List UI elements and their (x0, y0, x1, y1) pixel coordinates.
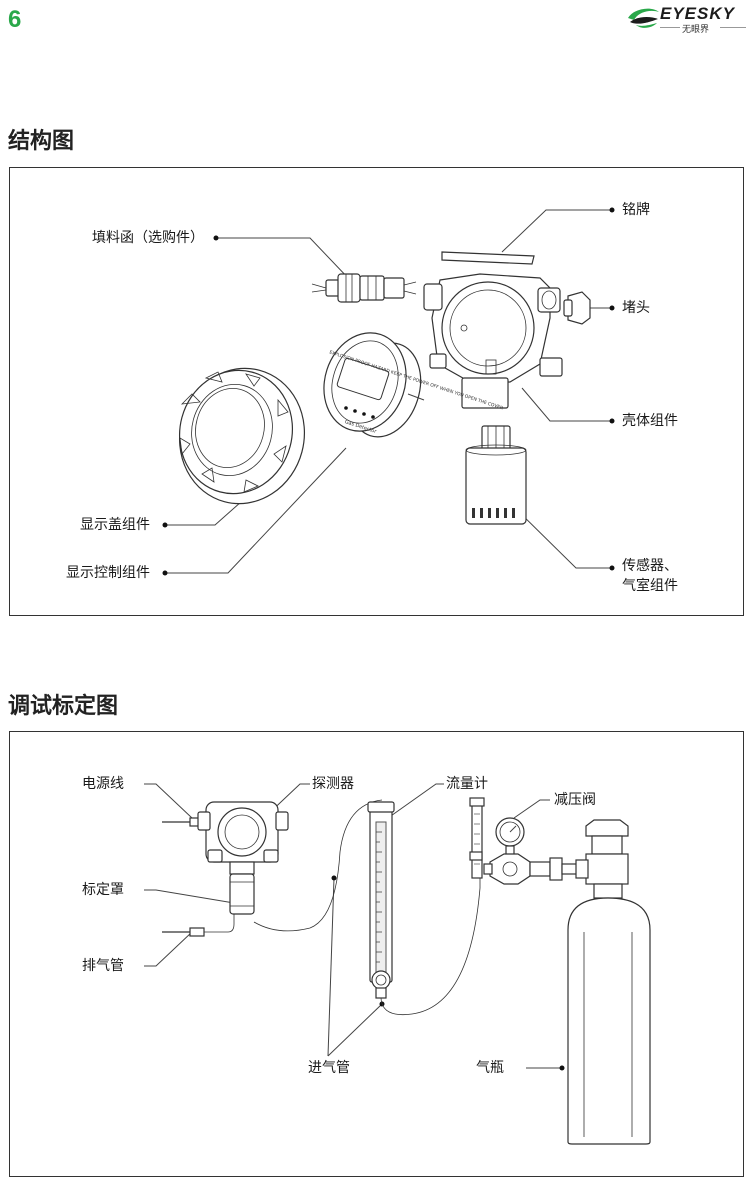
brand-logo: EYESKY 无眼界 (626, 4, 748, 35)
label-display-control: 显示控制组件 (66, 565, 150, 581)
logo-brand-text: EYESKY (660, 4, 735, 23)
packing-gland-part (311, 273, 417, 303)
logo-rule-right (720, 27, 746, 28)
nameplate-part (441, 251, 535, 265)
exhaust-pipe (162, 912, 235, 937)
structure-diagram: EXPLOSION PROOF HAZARD KEEP THE POWER OF… (162, 207, 615, 576)
label-flowmeter: 流量计 (446, 776, 488, 792)
structure-leader-lines (165, 209, 612, 574)
label-housing: 壳体组件 (622, 413, 678, 429)
tube-to-flowmeter (253, 799, 383, 932)
calibration-title: 调试标定图 (8, 694, 119, 719)
label-gas-cylinder: 气瓶 (476, 1060, 504, 1076)
calibration-diagram (144, 783, 651, 1145)
structure-diagram-frame: EXPLOSION PROOF HAZARD KEEP THE POWER OF… (9, 167, 744, 616)
label-display-cover: 显示盖组件 (80, 517, 150, 533)
label-calibration-cover: 标定罩 (82, 882, 124, 898)
flowmeter-part (367, 801, 395, 999)
regulator-flow-gauge (469, 797, 485, 879)
label-nameplate: 铭牌 (622, 202, 650, 218)
page-number: 6 (8, 6, 22, 33)
calibration-cover-part (229, 873, 255, 915)
calibration-leader-dots (237, 875, 565, 1071)
pressure-reducer-part (483, 817, 587, 885)
display-control-part (323, 332, 425, 438)
logo-rule-left (660, 27, 680, 28)
gas-cylinder-part (567, 897, 651, 1145)
label-pressure-reducer: 减压阀 (554, 792, 596, 808)
logo-eye-icon (628, 8, 659, 28)
sensor-chamber-part (465, 425, 527, 525)
plug-part (563, 291, 591, 325)
calibration-diagram-frame: 电源线 探测器 流量计 减压阀 标定罩 排气管 进气管 气瓶 (9, 731, 744, 1177)
label-detector: 探测器 (312, 776, 354, 792)
label-power-line: 电源线 (82, 776, 124, 792)
label-sensor-line1: 传感器、 (622, 558, 678, 574)
structure-title: 结构图 (8, 129, 75, 154)
logo-subtitle: 无眼界 (682, 25, 710, 35)
display-cover-part (178, 367, 306, 505)
label-packing-gland: 填料函（选购件） (92, 230, 204, 246)
structure-leader-dots (162, 207, 615, 576)
tube-to-regulator (380, 872, 481, 1016)
label-plug: 堵头 (622, 300, 650, 316)
label-exhaust-pipe: 排气管 (82, 958, 124, 974)
label-sensor-line2: 气室组件 (622, 578, 678, 594)
detector-part (197, 801, 289, 875)
housing-part (423, 273, 563, 409)
label-inlet-pipe: 进气管 (308, 1060, 350, 1076)
cylinder-valve-part (575, 819, 629, 899)
